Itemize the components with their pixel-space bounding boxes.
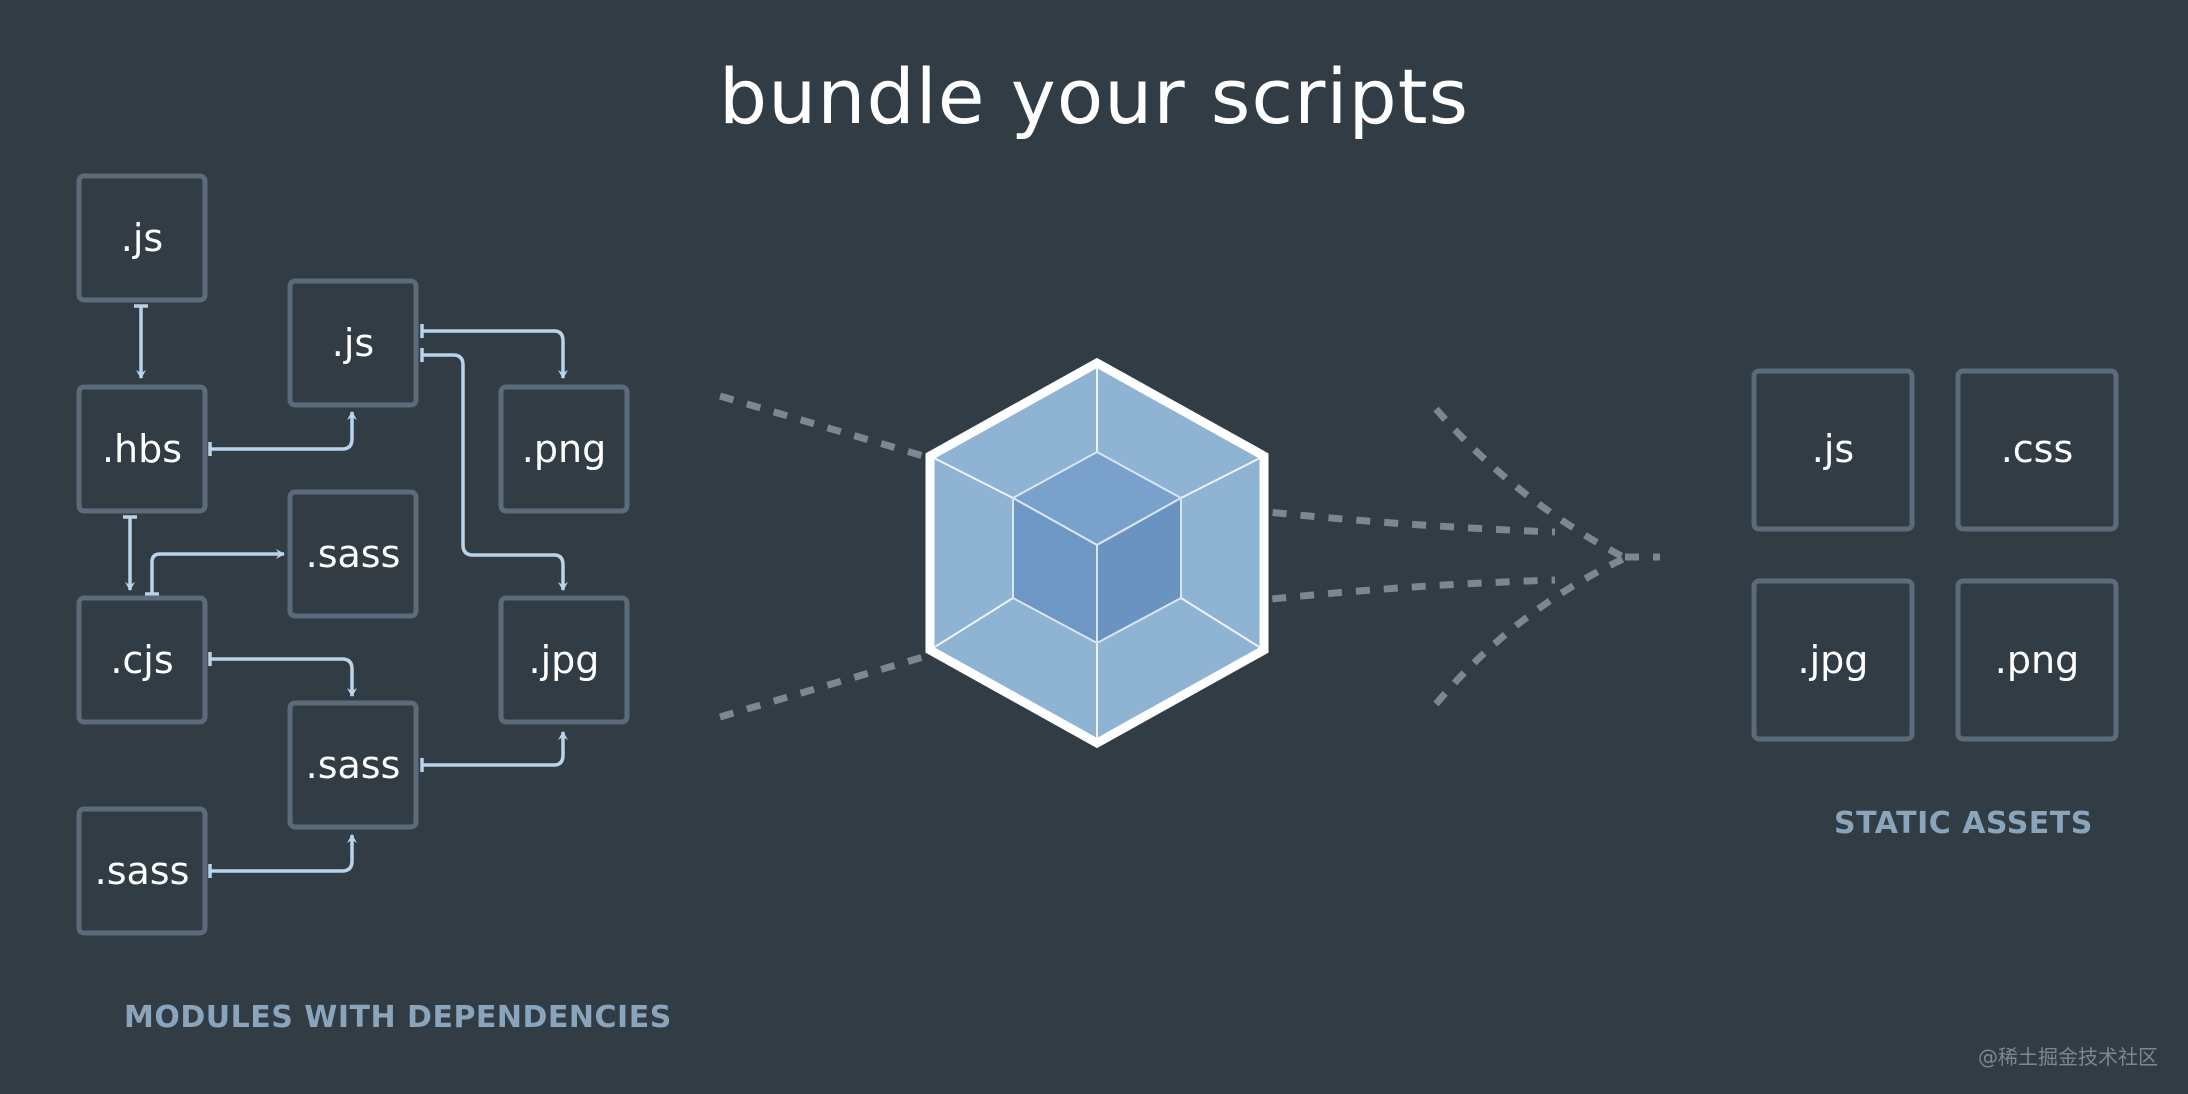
dependency-arrow-hbs-to-js [210,411,357,451]
asset-box: .js [1751,368,1915,532]
asset-label: .png [1995,638,2079,682]
module-boxes: .js .hbs .cjs .sass .js .sass [76,173,630,936]
module-box: .cjs [76,595,208,725]
dashed-flow-line [1433,554,1627,707]
dependency-arrow-cjs-to-sass [150,549,285,594]
dependency-arrows [125,306,568,873]
module-label: .cjs [110,638,173,682]
watermark: @稀土掘金技术社区 [1978,1045,2158,1069]
asset-label: .css [2001,427,2074,471]
dependency-arrow-cjs-to-sass-lower [210,657,357,697]
dependency-arrow-js-to-png [422,329,568,379]
module-box: .js [76,173,208,303]
dependency-tails [123,304,424,878]
module-box: .png [498,384,630,514]
assets-section-label: STATIC ASSETS [1834,806,2093,841]
module-box: .sass [287,700,419,830]
asset-label: .jpg [1798,638,1869,682]
asset-boxes: .js .css .jpg .png [1751,368,2119,742]
asset-box: .png [1955,578,2119,742]
webpack-cube [925,357,1269,749]
dependency-arrow-js-to-jpg [422,353,568,591]
module-label: .sass [306,532,401,576]
modules-section-label: MODULES WITH DEPENDENCIES [124,1000,672,1035]
module-label: .jpg [529,638,600,682]
module-label: .png [522,427,606,471]
module-box: .sass [76,806,208,936]
asset-label: .js [1812,427,1854,471]
diagram-title: bundle your scripts [718,52,1470,141]
dependency-arrow-sass-to-sass [210,834,357,873]
module-label: .js [121,216,163,260]
module-label: .sass [306,743,401,787]
cube-inner [1010,450,1184,645]
module-label: .sass [95,849,190,893]
asset-box: .css [1955,368,2119,532]
module-label: .hbs [102,427,182,471]
dashed-flow-line [719,651,931,721]
dashed-flow-line [1433,406,1627,562]
dashed-flow-line [719,392,931,462]
module-label: .js [332,321,374,365]
module-box: .jpg [498,595,630,725]
module-box: .js [287,278,419,408]
dependency-arrow-sass-to-jpg [422,731,568,767]
module-box: .hbs [76,384,208,514]
asset-box: .jpg [1751,578,1915,742]
module-box: .sass [287,489,419,619]
cube-edges [929,363,1265,743]
